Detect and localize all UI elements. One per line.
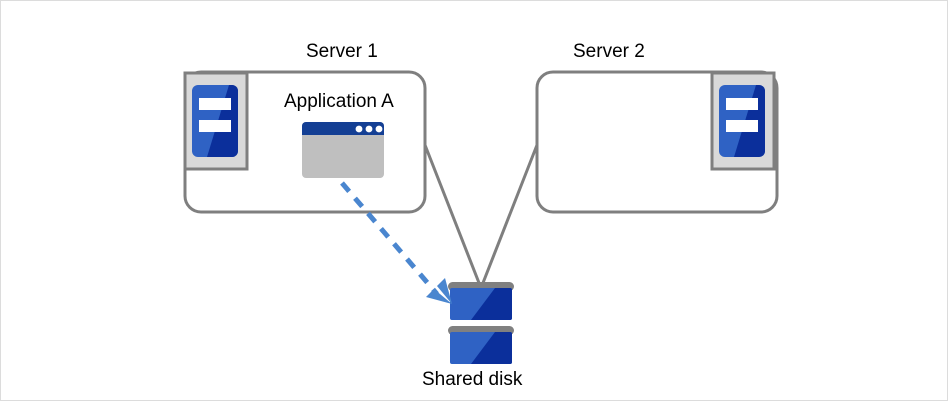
- server2-label: Server 2: [573, 41, 645, 62]
- server1-label: Server 1: [306, 41, 378, 62]
- application-a-to-disk-arrow: [340, 181, 452, 304]
- server2-server-icon: [710, 71, 776, 171]
- shared-disk-label: Shared disk: [422, 369, 523, 390]
- application-a-label: Application A: [284, 91, 394, 112]
- application-window-icon: [302, 122, 384, 178]
- connector-server2-to-disk: [479, 143, 539, 290]
- connector-server1-to-disk: [423, 143, 483, 290]
- server1-server-icon: [183, 71, 249, 171]
- shared-disk-icon: [448, 282, 514, 364]
